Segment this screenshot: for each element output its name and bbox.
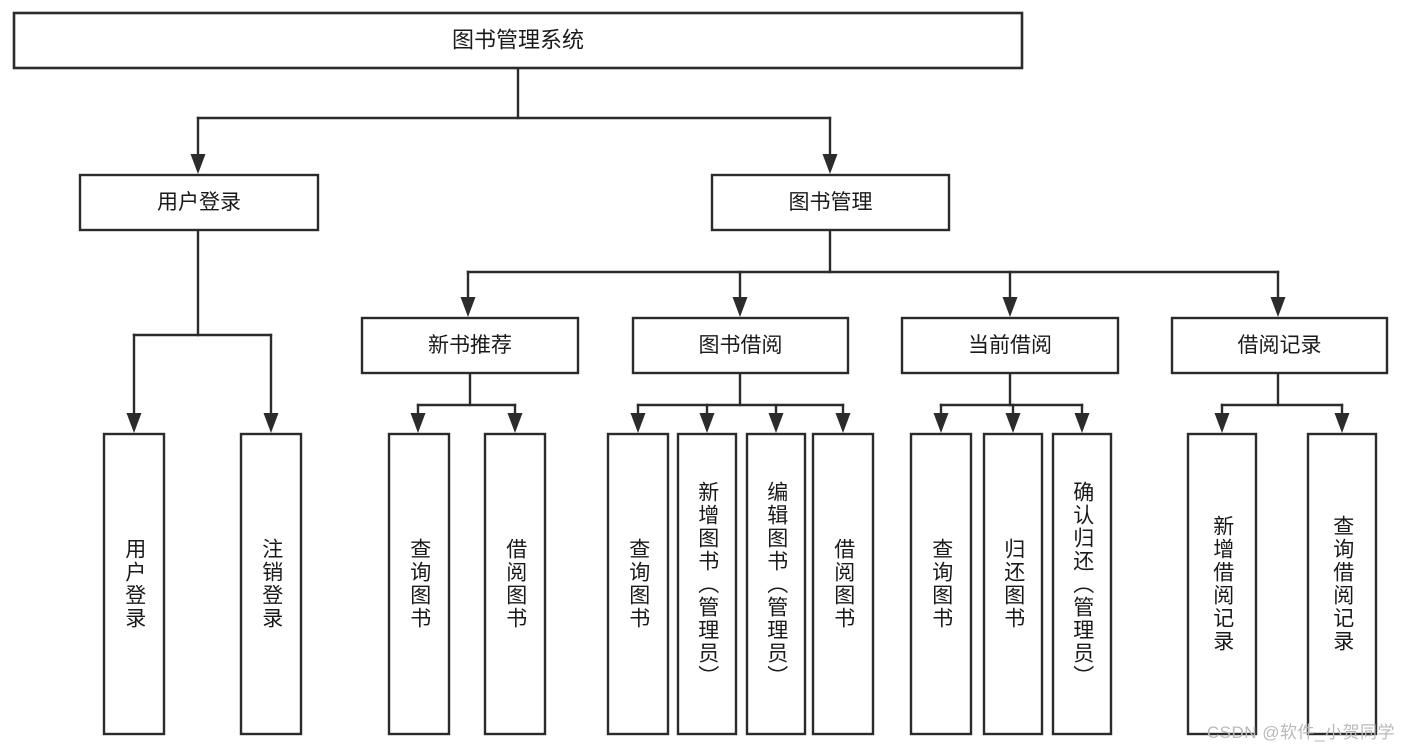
node-box-layer [12,11,1389,736]
node-level3-current-borrow[interactable] [900,316,1120,375]
leaf-rect-leaf-return-book[interactable] [982,432,1044,736]
connector-arrowhead [835,413,851,433]
connector-group-book-manage-to-level3 [466,228,1280,301]
connector-arrowhead [460,297,476,317]
leaf-rect-leaf-query-record[interactable] [1306,432,1378,736]
node-label: 图书借阅 [699,334,783,357]
connector-arrowhead [699,413,715,433]
node-rect[interactable] [710,173,951,232]
leaf-rect-leaf-query-book-borrow[interactable] [606,432,670,736]
node-label: 当前借阅 [968,334,1052,357]
node-level2-user-login[interactable] [78,173,320,232]
node-label: 借阅记录 [1238,334,1322,357]
connector-arrowhead [126,413,142,433]
node-level3-borrow-record[interactable] [1170,316,1389,375]
node-root[interactable] [12,11,1024,70]
connector-arrowhead [507,413,523,433]
connector-arrowhead [768,413,784,433]
connector-arrowhead [732,297,748,317]
node-rect[interactable] [360,316,580,375]
connector-group-user-login-to-leaves [132,228,273,417]
connector-arrowhead [263,413,279,433]
leaf-rect-leaf-user-logout[interactable] [239,432,303,736]
connector-arrowhead [410,413,426,433]
node-rect[interactable] [78,173,320,232]
connector-arrowhead [1270,297,1286,317]
leaf-rect-leaf-borrow-book-rec[interactable] [483,432,547,736]
leaf-rect-leaf-query-book-cur[interactable] [909,432,973,736]
node-rect[interactable] [1170,316,1389,375]
node-rect[interactable] [900,316,1120,375]
node-rect[interactable] [12,11,1024,70]
node-level2-book-manage[interactable] [710,173,951,232]
connector-group-root-to-level2 [196,66,832,158]
connector-arrowhead [1214,413,1230,433]
connector-arrowhead [1074,413,1090,433]
connector-arrowhead [1334,413,1350,433]
connector-arrowhead [822,154,838,174]
connector-arrowhead [630,413,646,433]
leaf-rect-leaf-borrow-book[interactable] [811,432,875,736]
node-label: 新书推荐 [428,334,512,357]
connector-arrowhead [190,154,206,174]
leaf-rect-leaf-add-book[interactable] [676,432,738,736]
connector-layer [126,66,1350,433]
leaf-rect-leaf-confirm-return[interactable] [1051,432,1113,736]
connector-group-current-borrow-to-leaves [939,371,1084,417]
leaf-rect-leaf-edit-book[interactable] [745,432,807,736]
node-label: 图书管理 [789,191,873,214]
node-level3-new-book-rec[interactable] [360,316,580,375]
connector-arrowhead [1002,297,1018,317]
node-rect[interactable] [631,316,850,375]
node-label: 用户登录 [157,191,241,214]
node-label: 图书管理系统 [452,27,584,52]
leaf-rect-leaf-query-book-rec[interactable] [387,432,451,736]
node-level3-book-borrow[interactable] [631,316,850,375]
leaf-rect-leaf-add-record[interactable] [1186,432,1258,736]
connector-arrowhead [1005,413,1021,433]
connector-group-borrow-record-to-leaves [1220,371,1344,417]
connector-arrowhead [933,413,949,433]
leaf-rect-leaf-user-login[interactable] [102,432,166,736]
connector-group-book-borrow-to-leaves [636,371,845,417]
connector-group-new-book-rec-to-leaves [416,371,517,417]
